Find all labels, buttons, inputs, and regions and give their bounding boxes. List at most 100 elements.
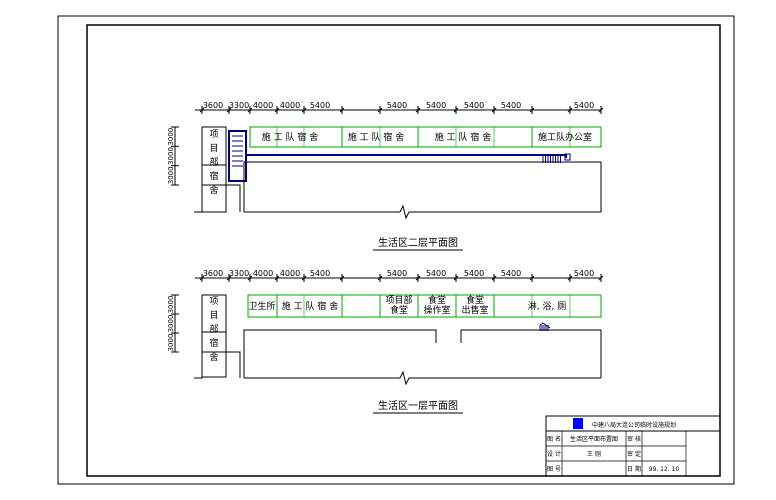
f2-side-char: 部: [209, 156, 218, 168]
f2-side-char: 项: [209, 129, 218, 140]
floor1-room-label: 淋, 浴, 厕: [528, 300, 566, 312]
floor2-room-strip: [249, 126, 602, 148]
f2-side-dim-label: 3000: [167, 147, 175, 165]
value-ri-qi: 99. 12. 10: [649, 466, 680, 473]
f1-dim-label: 3300: [229, 269, 249, 278]
floor1-room-label: 食堂: [428, 294, 446, 306]
f1-dim-label: 4000: [253, 269, 273, 278]
f1-side-char: 部: [209, 323, 218, 335]
f2-dim-label: 5400: [387, 101, 407, 110]
label-ri-qi: 日 期: [627, 465, 641, 473]
outer-frame: [57, 15, 735, 485]
label-she-ji: 设 计: [547, 450, 561, 458]
f2-dim-tick-slash: [226, 107, 232, 113]
f2-dim-tick-slash: [339, 107, 345, 113]
f1-dim-tick-slash: [339, 275, 345, 281]
f1-dim-tick-slash: [491, 275, 497, 281]
company-logo: [573, 418, 583, 429]
floor2-lower-outline-right: [243, 161, 602, 212]
f2-dim-tick-slash: [491, 107, 497, 113]
f2-side-dim-label: 3000: [167, 166, 175, 184]
floor2-room-label: 施工队办公室: [538, 131, 592, 143]
f1-dim-label: 5400: [310, 269, 330, 278]
f1-dim-tick-slash: [598, 275, 604, 281]
floor2-caption: 生活区二层平面图: [378, 236, 458, 249]
floor2-room-label: 施 工 队 宿 舍: [435, 131, 491, 143]
f1-dim-label: 5400: [464, 269, 484, 278]
f2-side-dim-label: 3000: [167, 128, 175, 146]
f2-side-char: 宿: [209, 170, 218, 182]
floor2-break-symbol: [399, 204, 410, 220]
f1-side-dim-label: 3000: [167, 315, 175, 333]
f2-dim-tick-slash: [598, 107, 604, 113]
f1-dim-tick-slash: [377, 275, 383, 281]
f1-dim-tick-slash: [226, 275, 232, 281]
company-name: 中建八局大连公司临时设施规划: [592, 421, 676, 429]
f2-dim-label: 5400: [501, 101, 521, 110]
floor1-room-label: 出售室: [461, 304, 488, 316]
floor1-room-label: 项目部: [385, 294, 412, 306]
label-tu-ming: 图 名: [547, 435, 561, 443]
f2-dim-tick-slash: [567, 107, 573, 113]
f1-dim-label: 5400: [501, 269, 521, 278]
f2-dim-label: 5400: [310, 101, 330, 110]
f2-dim-tick-slash: [453, 107, 459, 113]
f2-dim-tick-slash: [415, 107, 421, 113]
floor1-room-label: 食堂: [466, 294, 484, 306]
floor1-room-label: 操作室: [423, 304, 450, 316]
floor1-lower-outline-mid: [243, 329, 437, 378]
floor2-corridor: [245, 154, 567, 178]
label-shen-he: 审 核: [627, 435, 641, 443]
f1-dim-tick-slash: [529, 275, 535, 281]
floor1-break-symbol: [399, 370, 410, 386]
floor2-stair-right-landing: [564, 153, 571, 161]
label-tu-hao: 图 号: [547, 466, 561, 473]
f2-dim-label: 5400: [574, 101, 594, 110]
floor1-room-label: 食堂: [390, 304, 408, 316]
floor1-room-label: 卫生所: [248, 300, 275, 312]
f1-dim-tick-slash: [567, 275, 573, 281]
f1-dim-tick-slash: [453, 275, 459, 281]
f1-dim-label: 4000: [280, 269, 300, 278]
f2-dim-tick-slash: [274, 107, 280, 113]
f2-dim-label: 4000: [280, 101, 300, 110]
f2-dim-tick-slash: [377, 107, 383, 113]
inner-border: [86, 24, 721, 477]
f1-dim-label: 5400: [387, 269, 407, 278]
floor1-lower-outline-right: [460, 329, 602, 378]
floor1-room-strip: [247, 294, 602, 318]
label-shen-ding: 审 定: [627, 450, 641, 458]
floor1-caption: 生活区一层平面图: [378, 399, 458, 412]
f1-side-char: 舍: [209, 351, 218, 363]
floor1-project-dept-box: [201, 294, 227, 378]
f2-dim-label: 5400: [464, 101, 484, 110]
f1-dim-tick-slash: [415, 275, 421, 281]
f1-dim-tick-slash: [199, 275, 205, 281]
floor2-room-label: 施 工 队 宿 舍: [262, 131, 318, 143]
f1-side-char: 项: [209, 296, 218, 307]
floor1-room-label: 施 工 队 宿 舍: [282, 300, 338, 312]
f1-dim-tick-slash: [301, 275, 307, 281]
f2-dim-label: 3600: [203, 101, 223, 110]
f2-dim-tick-slash: [301, 107, 307, 113]
value-tu-ming: 生活区平面布置图: [570, 435, 618, 443]
f2-dim-label: 3300: [229, 101, 249, 110]
f1-dim-label: 3600: [203, 269, 223, 278]
floor2-lower-outline-left: [194, 184, 241, 213]
floor2-room-label: 施 工 队 宿 舍: [348, 131, 404, 143]
f1-side-dim-label: 3000: [167, 334, 175, 352]
f1-dim-tick-slash: [274, 275, 280, 281]
floor2-project-dept-box: [201, 126, 227, 213]
f1-side-char: 宿: [209, 337, 218, 349]
f2-dim-tick-slash: [529, 107, 535, 113]
f1-side-char: 目: [209, 310, 218, 321]
floor1-lower-outline-left: [194, 351, 241, 379]
title-block: 中建八局大连公司临时设施规划 图 名 设 计 图 号 审 核 审 定 日 期 生…: [545, 415, 721, 477]
f2-dim-tick-slash: [199, 107, 205, 113]
f2-side-char: 舍: [209, 184, 218, 196]
value-she-ji: 王 刚: [587, 450, 601, 458]
